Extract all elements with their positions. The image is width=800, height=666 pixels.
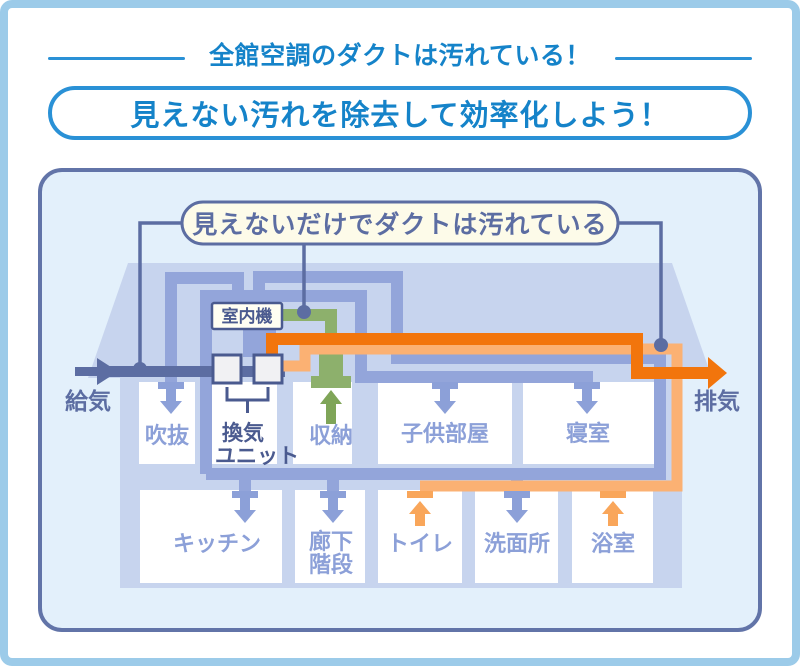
- subtitle-text: 見えない汚れを除去して効率化しよう！: [130, 98, 670, 132]
- duct-exhaust-light: [283, 343, 683, 492]
- connector-dot-exhaust: [654, 338, 668, 352]
- room-label-toilet: トイレ: [387, 532, 453, 557]
- vent-unit-label-line2: ユニット: [215, 444, 299, 468]
- room-label-yokushitsu: 浴室: [591, 531, 635, 557]
- room-label-kaidan: 階段: [309, 552, 353, 578]
- exhaust-label: 排気: [694, 388, 740, 415]
- duct-exhaust-dark: [266, 333, 690, 379]
- duct-diagram: 室内機 給気 排気 吹抜 換気 ユニット 収納 子供部屋 寝室 キッチン 廊下 …: [38, 168, 762, 632]
- room-box-kanki-unit: [210, 382, 277, 464]
- subtitle-callout-box: 見えない汚れを除去して効率化しよう！: [48, 86, 752, 140]
- vent-unit-square-1: [211, 353, 243, 385]
- speech-bubble-text: 見えないだけでダクトは汚れている: [192, 210, 607, 239]
- page-title: 全館空調のダクトは汚れている！: [209, 41, 591, 70]
- indoor-unit-box: [210, 301, 284, 331]
- title-dash-left: [48, 57, 185, 60]
- speech-bubble: [180, 200, 620, 246]
- duct-main-loop: [206, 271, 666, 480]
- up-arrow-icon-shunou: [320, 390, 342, 424]
- room-label-kitchen: キッチン: [173, 532, 261, 557]
- indoor-unit-label: 室内機: [222, 306, 273, 327]
- supply-arrow-icon: [75, 358, 118, 385]
- room-label-fukinuke: 吹抜: [145, 423, 190, 449]
- room-label-senmenjo: 洗面所: [484, 532, 550, 557]
- supply-label: 給気: [65, 388, 111, 415]
- room-label-rouka: 廊下: [309, 529, 353, 555]
- supply-trunk-duct: [108, 366, 285, 377]
- bubble-connector-left: [138, 221, 182, 369]
- vent-unit-label-line1: 換気: [222, 421, 264, 445]
- room-label-kodomobeya: 子供部屋: [401, 421, 489, 447]
- connector-dot-supply: [133, 362, 147, 376]
- vent-unit-square-2: [252, 353, 284, 385]
- room-box-kitchen: [140, 490, 282, 583]
- connector-dot-green: [297, 305, 311, 319]
- room-label-shinshitsu: 寝室: [566, 421, 610, 447]
- room-label-shunou: 収納: [309, 423, 353, 449]
- bubble-connector-right: [618, 221, 663, 345]
- room-box-shunou: [293, 382, 352, 464]
- exhaust-arrow-icon: [690, 357, 727, 389]
- title-dash-right: [615, 57, 752, 60]
- vent-unit-bracket: [225, 387, 270, 413]
